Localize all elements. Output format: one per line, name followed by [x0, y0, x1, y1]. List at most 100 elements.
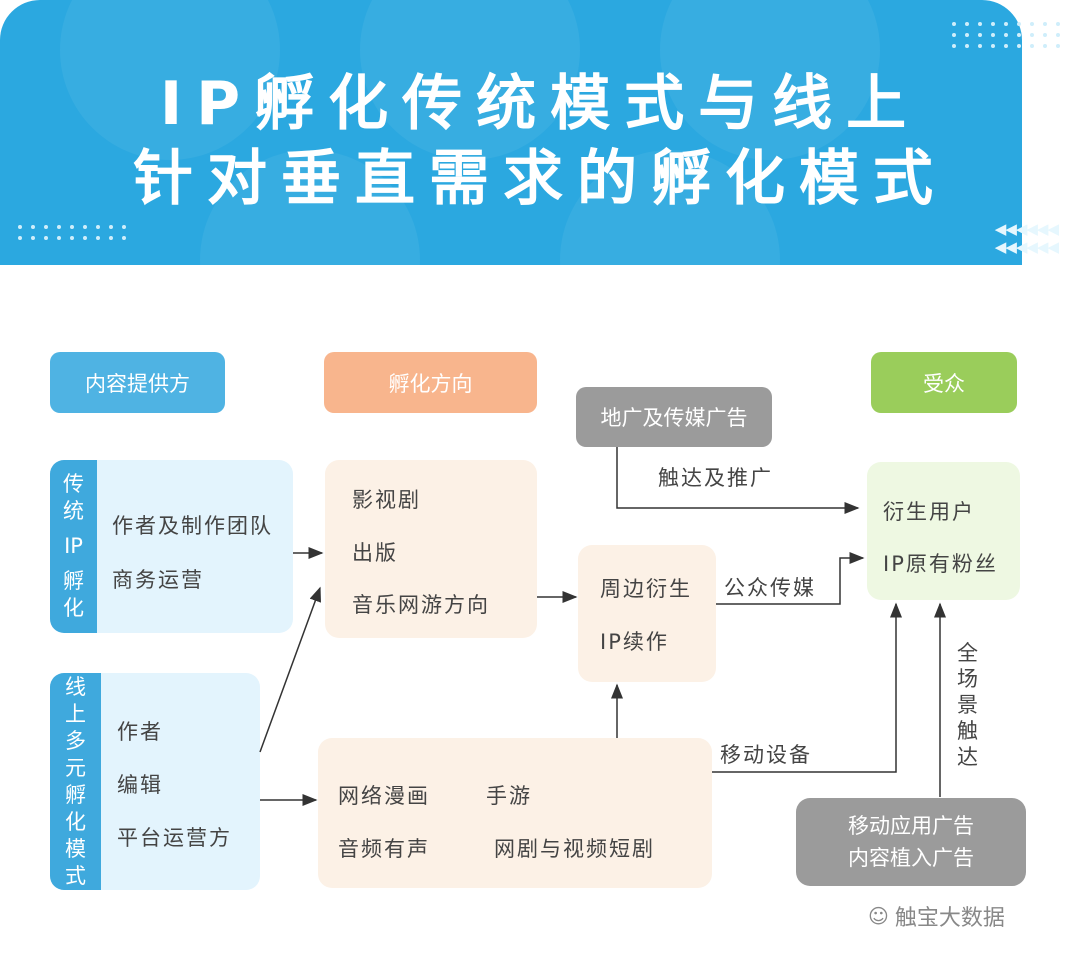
watermark-text: 触宝大数据	[894, 906, 1005, 931]
dot	[1017, 44, 1021, 48]
dot	[44, 236, 48, 240]
list-item: IP续作	[600, 630, 669, 654]
list-item: 音乐网游方向	[352, 593, 490, 617]
header-provider: 内容提供方	[50, 352, 225, 413]
dot	[109, 236, 113, 240]
traditional-box: 传统 IP 孵化 作者及制作团队 商务运营	[50, 460, 293, 633]
dot	[991, 22, 995, 26]
dot	[18, 225, 22, 229]
arrow	[712, 602, 902, 773]
dot	[978, 33, 982, 37]
list-item: 影视剧	[352, 488, 421, 512]
title-line-2: 针对垂直需求的孵化模式	[133, 144, 947, 214]
dot	[965, 44, 969, 48]
dot	[18, 236, 22, 240]
list-item: 手游	[486, 784, 532, 808]
side-char: IP	[64, 534, 83, 558]
arrow	[716, 552, 865, 605]
mobile-ad-box: 移动应用广告 内容植入广告	[796, 798, 1026, 886]
dot	[952, 44, 956, 48]
dots-decoration	[18, 225, 126, 240]
edge-label-mobile: 移动设备	[720, 743, 812, 767]
dot	[96, 225, 100, 229]
wechat-icon: ☺	[868, 904, 889, 928]
side-char: 化	[63, 596, 84, 620]
side-char: 多	[65, 728, 86, 753]
watermark: ☺ 触宝大数据	[868, 900, 1005, 932]
dot	[1004, 44, 1008, 48]
edge-label-reach: 触达及推广	[658, 466, 773, 490]
list-item: 作者	[117, 720, 163, 744]
side-char: 线	[65, 674, 86, 699]
title-line-1: IP孵化传统模式与线上	[159, 69, 921, 139]
list-item: 商务运营	[112, 568, 204, 592]
label-char: 触	[957, 719, 980, 743]
list-item: 平台运营方	[117, 826, 232, 850]
dot	[57, 236, 61, 240]
arrow	[616, 447, 860, 514]
dot	[83, 236, 87, 240]
dot	[978, 44, 982, 48]
dot	[109, 225, 113, 229]
list-item: 衍生用户	[883, 500, 975, 524]
directions-box: 影视剧 出版 音乐网游方向	[325, 460, 537, 638]
side-char: 模	[65, 836, 86, 861]
list-item: 网络漫画	[338, 784, 430, 808]
list-item: 出版	[352, 541, 398, 565]
audience-box: 衍生用户 IP原有粉丝	[867, 462, 1020, 600]
dot	[44, 225, 48, 229]
dot	[952, 22, 956, 26]
list-item: 内容植入广告	[848, 846, 974, 870]
side-char: 孵	[63, 569, 84, 593]
dot	[978, 22, 982, 26]
list-item: 周边衍生	[600, 577, 692, 601]
side-char: 传	[63, 472, 84, 496]
header-direction: 孵化方向	[324, 352, 537, 413]
list-item: 编辑	[117, 773, 163, 797]
dot	[965, 22, 969, 26]
online-side-label: 线上多元孵化模式	[50, 673, 101, 890]
header-audience: 受众	[871, 352, 1017, 413]
label-char: 场	[957, 667, 980, 691]
online-products-box: 网络漫画 手游 音频有声 网剧与视频短剧	[318, 738, 712, 888]
dot	[965, 33, 969, 37]
side-char: 孵	[65, 782, 86, 807]
dot	[952, 33, 956, 37]
list-item: 移动应用广告	[848, 814, 974, 838]
side-char: 统	[63, 499, 84, 523]
list-item: IP原有粉丝	[883, 552, 998, 576]
traditional-side-label: 传统 IP 孵化	[50, 460, 97, 633]
chevrons-decoration: ◀◀◀◀◀◀◀◀◀◀◀◀	[994, 220, 1059, 256]
derivative-box: 周边衍生 IP续作	[578, 545, 716, 682]
arrow	[259, 586, 321, 753]
dot	[991, 33, 995, 37]
ad-media-box: 地广及传媒广告	[576, 387, 772, 447]
edge-label-full-scene: 全场景触达	[957, 640, 980, 770]
side-char: 化	[65, 809, 86, 834]
online-box: 线上多元孵化模式 作者 编辑 平台运营方	[50, 673, 260, 890]
label-char: 景	[957, 693, 980, 717]
label-char: 达	[957, 745, 980, 769]
list-item: 作者及制作团队	[112, 514, 273, 538]
dot	[83, 225, 87, 229]
side-char: 上	[65, 701, 86, 726]
dot	[991, 44, 995, 48]
side-char: 式	[65, 863, 86, 888]
dot	[122, 236, 126, 240]
dot	[70, 225, 74, 229]
dot	[57, 225, 61, 229]
dot	[122, 225, 126, 229]
list-item: 网剧与视频短剧	[494, 837, 655, 861]
dot	[1017, 33, 1021, 37]
title-banner: IP孵化传统模式与线上 针对垂直需求的孵化模式 ◀◀◀◀◀◀◀◀◀◀◀◀	[0, 0, 1060, 370]
label-char: 全	[957, 641, 980, 665]
dot	[70, 236, 74, 240]
side-char: 元	[65, 755, 86, 780]
edge-label-media: 公众传媒	[724, 576, 816, 600]
dots-decoration	[952, 22, 1060, 48]
list-item: 音频有声	[338, 837, 430, 861]
dot	[1004, 33, 1008, 37]
dot	[31, 236, 35, 240]
